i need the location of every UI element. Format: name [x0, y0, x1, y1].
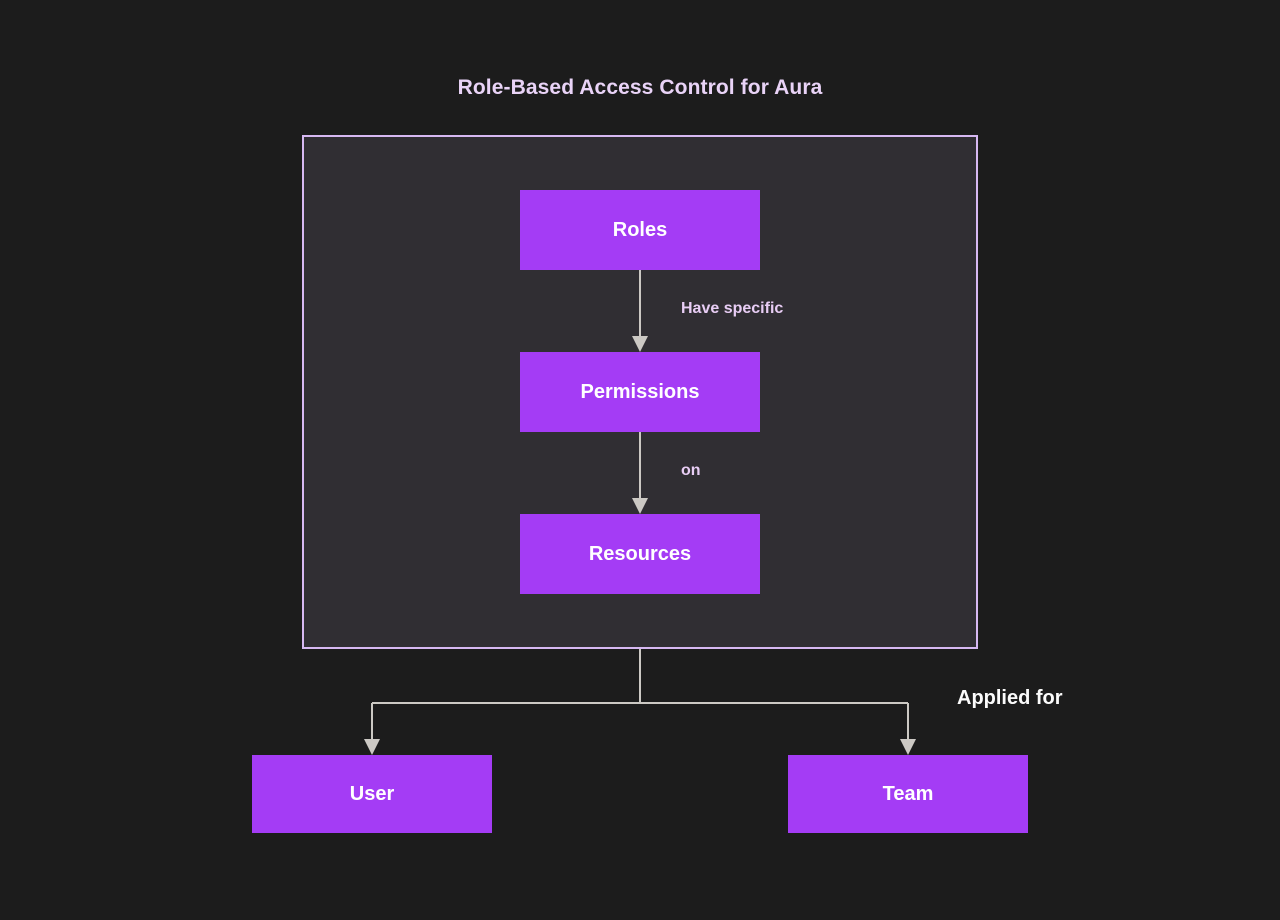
edge-label-on: on [681, 462, 701, 479]
node-team[interactable]: Team [788, 755, 1028, 833]
edge-label-applied-for: Applied for [957, 687, 1063, 709]
node-permissions[interactable]: Permissions [520, 352, 760, 432]
edge-label-have-specific: Have specific [681, 300, 784, 317]
edge-branch-to-user [364, 703, 380, 755]
node-roles[interactable]: Roles [520, 190, 760, 270]
node-user[interactable]: User [252, 755, 492, 833]
page-title: Role-Based Access Control for Aura [457, 76, 823, 99]
edge-branch-to-team [900, 703, 916, 755]
node-resources[interactable]: Resources [520, 514, 760, 594]
